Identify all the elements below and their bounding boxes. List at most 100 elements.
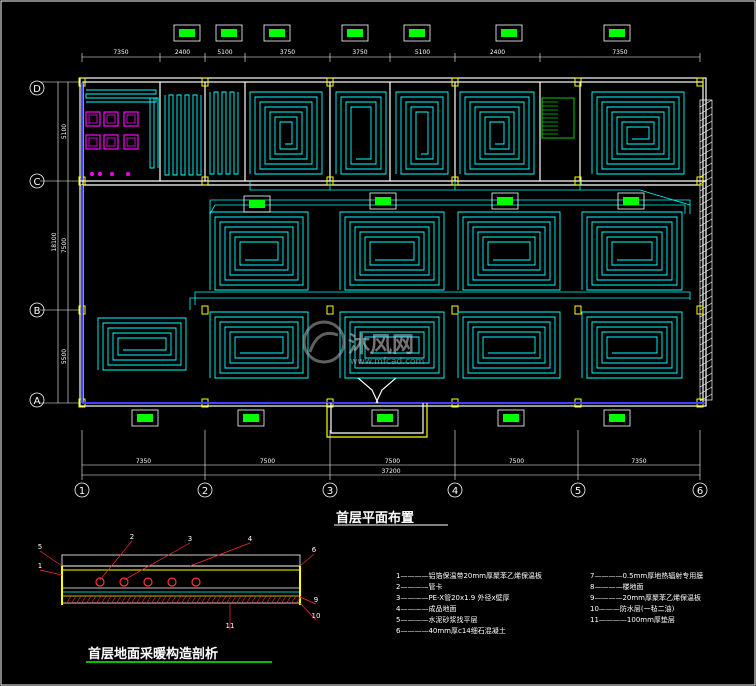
dim-text-top: 2400	[490, 49, 505, 56]
hatch-line	[699, 302, 713, 311]
section-pipe	[167, 577, 177, 587]
column	[574, 77, 582, 87]
column	[326, 305, 334, 315]
axis-bubble-h	[692, 482, 708, 498]
toilet-fixture	[103, 134, 119, 150]
manifold-box	[371, 409, 399, 427]
section-hatch-line	[170, 595, 177, 605]
section-hatch	[65, 595, 302, 605]
toilet-fixture-inner	[106, 114, 116, 124]
distribution-pipes	[189, 181, 691, 310]
hatch-line	[699, 239, 713, 248]
manifold-fill	[503, 414, 519, 422]
perimeter-blue-lines	[81, 83, 705, 404]
hatch-line	[699, 337, 713, 346]
manifold-fill	[347, 29, 363, 37]
section-hatch-line	[150, 595, 157, 605]
hatch-line	[699, 162, 713, 171]
heating-coil	[209, 91, 239, 175]
manifold-fill	[497, 197, 513, 205]
axis-bubble-h	[74, 482, 90, 498]
section-hatch-line	[250, 595, 257, 605]
manifold-box	[617, 192, 645, 210]
heating-coils	[85, 89, 685, 379]
toilet-fixture	[85, 111, 101, 127]
material-legend: 1————铝箔保温带20mm厚聚苯乙烯保温板2————管卡3————PE-X管2…	[396, 571, 703, 635]
floor-drain	[98, 172, 102, 176]
manifold-box	[237, 409, 265, 427]
manifold-fill	[609, 29, 625, 37]
section-hatch-line	[115, 595, 122, 605]
legend-item: 11————100mm厚垫层	[590, 615, 675, 624]
axis-label-v: A	[34, 396, 41, 407]
hatch-line	[699, 295, 713, 304]
column	[326, 77, 334, 87]
section-hatch-line	[75, 595, 82, 605]
section-leader	[189, 542, 251, 567]
section-pipes	[95, 577, 201, 587]
manifold-box	[263, 24, 291, 42]
hatch-line	[699, 365, 713, 374]
axis-bubble-v	[29, 392, 45, 408]
axis-bubble-h	[197, 482, 213, 498]
heating-coil	[457, 311, 561, 379]
hatch-line	[699, 113, 713, 122]
manifold-fill	[377, 414, 393, 422]
hatch-line	[699, 358, 713, 367]
section-hatch-line	[210, 595, 217, 605]
dim-text-left: 7500	[61, 238, 68, 253]
toilet-fixture-inner	[88, 114, 98, 124]
section-hatch-line	[280, 595, 287, 605]
section-hatch-line	[90, 595, 97, 605]
section-hatch-line	[120, 595, 127, 605]
section-pipe	[191, 577, 201, 587]
section-hatch-line	[240, 595, 247, 605]
hatch-line	[699, 351, 713, 360]
hatch-line	[699, 183, 713, 192]
section-hatch-line	[180, 595, 187, 605]
hatch-lines	[699, 99, 713, 402]
dim-text-top: 7350	[612, 49, 627, 56]
section-hatch-line	[230, 595, 237, 605]
dim-text-bottom: 7350	[631, 458, 646, 465]
section-callout-label: 5	[38, 543, 42, 551]
section-callout-label: 9	[314, 596, 318, 604]
legend-item: 6————40mm厚c14细石混凝土	[396, 626, 506, 635]
floor-drain	[110, 172, 114, 176]
axis-bubble-v	[29, 80, 45, 96]
section-hatch-line	[275, 595, 282, 605]
manifold-fill	[221, 29, 237, 37]
hatch-line	[699, 309, 713, 318]
section-hatch-line	[235, 595, 242, 605]
dim-text-top: 3750	[280, 49, 295, 56]
section-hatch-line	[285, 595, 292, 605]
section-leaders	[39, 540, 317, 630]
hatched-wall	[699, 99, 713, 401]
hatch-line	[699, 204, 713, 213]
manifold-fill	[243, 414, 259, 422]
column	[574, 305, 582, 315]
section-hatch-line	[135, 595, 142, 605]
dim-text-left-total: 18100	[51, 232, 58, 251]
manifold-box	[497, 409, 525, 427]
hatch-line	[699, 379, 713, 388]
manifold-box	[243, 195, 271, 213]
hatch-line	[699, 344, 713, 353]
hatch-line	[699, 169, 713, 178]
manifold-fill	[623, 197, 639, 205]
floor-section-detail	[61, 554, 301, 605]
section-hatch-line	[265, 595, 272, 605]
hatch-line	[699, 176, 713, 185]
manifold-box	[491, 192, 519, 210]
section-pipe	[95, 577, 105, 587]
hatch-line	[699, 253, 713, 262]
dim-text-top: 3750	[352, 49, 367, 56]
section-title: 首层地面采暖构造剖析	[88, 646, 218, 662]
section-leader	[299, 553, 315, 567]
section-hatch-line	[290, 595, 297, 605]
heating-coil	[581, 211, 683, 291]
hatch-line	[699, 316, 713, 325]
entrance-canopy	[326, 377, 428, 438]
